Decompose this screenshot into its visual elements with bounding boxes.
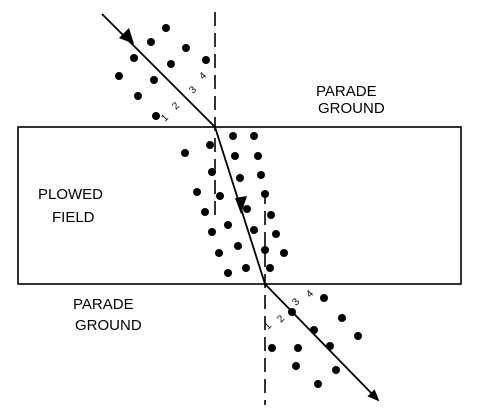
- soldier-dot: [294, 344, 302, 352]
- soldier-dot: [229, 132, 237, 140]
- soldier-dot: [280, 249, 288, 257]
- soldier-dots-upper: [115, 24, 210, 120]
- soldier-dot: [261, 246, 269, 254]
- soldier-dot: [215, 249, 223, 257]
- soldier-dot: [115, 72, 123, 80]
- soldier-dot: [320, 294, 328, 302]
- soldier-dot: [167, 60, 175, 68]
- plowed-field-line1: PLOWED: [38, 186, 103, 203]
- soldier-dot: [292, 362, 300, 370]
- soldier-dot: [216, 192, 224, 200]
- parade-ground-bottom-line2: GROUND: [75, 317, 142, 334]
- rank-number-bottom-2: 2: [275, 313, 287, 325]
- soldier-dots-field: [181, 132, 288, 277]
- soldier-dot: [208, 228, 216, 236]
- soldier-dot: [354, 332, 362, 340]
- path-segment-lower: [264, 283, 380, 402]
- soldier-dot: [250, 132, 258, 140]
- soldier-dot: [208, 168, 216, 176]
- soldier-dot: [242, 264, 250, 272]
- soldier-dot: [266, 264, 274, 272]
- rank-number-bottom-4: 4: [304, 288, 316, 300]
- soldier-dot: [250, 226, 258, 234]
- soldier-dot: [326, 342, 334, 350]
- path-segment-upper: [101, 13, 216, 128]
- soldier-dot: [202, 56, 210, 64]
- soldier-dot: [130, 54, 138, 62]
- soldier-dot: [314, 380, 322, 388]
- soldier-dot: [272, 230, 280, 238]
- soldier-dot: [150, 76, 158, 84]
- arrowhead-upper: [119, 28, 134, 44]
- soldier-dot: [193, 188, 201, 196]
- soldier-dot: [147, 38, 155, 46]
- soldier-dots-lower: [268, 294, 362, 388]
- rank-number-top-3: 3: [187, 84, 199, 96]
- plowed-field-boundary: [17, 126, 462, 285]
- arrowhead-middle: [235, 196, 247, 214]
- soldier-dot: [288, 308, 296, 316]
- soldier-dot: [257, 171, 265, 179]
- soldier-dot: [267, 211, 275, 219]
- rank-number-bottom-3: 3: [290, 296, 302, 308]
- soldier-dot: [254, 152, 262, 160]
- parade-ground-bottom-line1: PARADE: [73, 296, 134, 313]
- rank-number-top-4: 4: [197, 70, 209, 82]
- soldier-dot: [338, 314, 346, 322]
- rank-number-top-1: 1: [159, 112, 171, 124]
- soldier-dot: [201, 208, 209, 216]
- plowed-field-line2: FIELD: [52, 209, 95, 226]
- soldier-dot: [332, 366, 340, 374]
- soldier-dot: [152, 112, 160, 120]
- soldier-dot: [310, 326, 318, 334]
- soldier-dot: [182, 44, 190, 52]
- soldier-dot: [181, 149, 189, 157]
- parade-ground-top-line1: PARADE: [316, 83, 377, 100]
- soldier-dot: [234, 242, 242, 250]
- soldier-dot: [134, 92, 142, 100]
- soldier-dot: [231, 152, 239, 160]
- soldier-dot: [236, 174, 244, 182]
- soldier-dot: [243, 205, 251, 213]
- parade-ground-top-line2: GROUND: [318, 100, 385, 117]
- rank-number-bottom-1: 1: [262, 320, 274, 332]
- soldier-dot: [261, 190, 269, 198]
- soldier-dot: [206, 141, 214, 149]
- soldier-dot: [224, 221, 232, 229]
- soldier-dot: [224, 269, 232, 277]
- soldier-dot: [162, 24, 170, 32]
- rank-number-top-2: 2: [170, 100, 182, 112]
- soldier-dot: [268, 344, 276, 352]
